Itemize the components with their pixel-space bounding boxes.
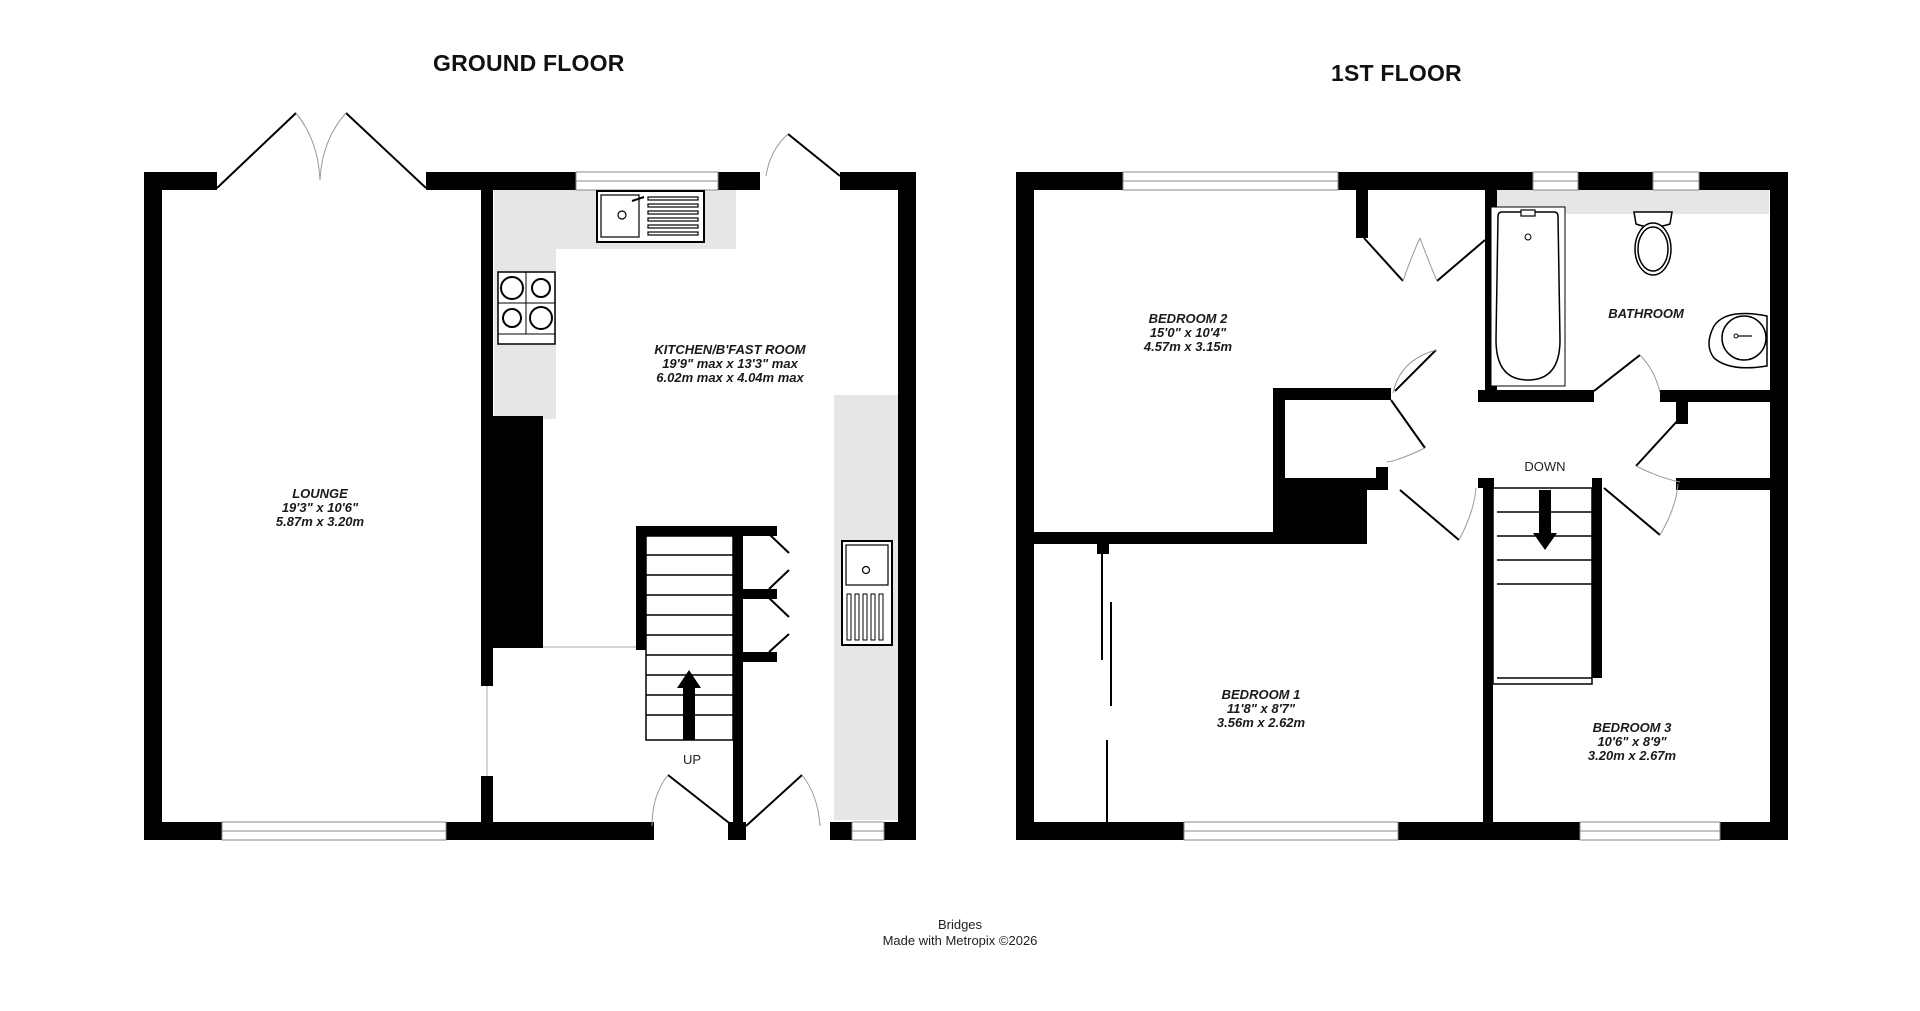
room-size-metric: 4.57m x 3.15m: [1143, 339, 1233, 354]
first-floor-doors: [1101, 237, 1681, 822]
stairs-down-icon: [1492, 487, 1593, 685]
room-label-bathroom: BATHROOM: [1608, 307, 1684, 321]
room-label-lounge: LOUNGE 19'3" x 10'6" 5.87m x 3.20m: [276, 487, 364, 529]
room-size-metric: 3.20m x 2.67m: [1587, 748, 1677, 763]
first-floor-windows: [1122, 171, 1721, 841]
ground-floor-doors: [216, 112, 841, 827]
room-name: KITCHEN/B'FAST ROOM: [654, 342, 806, 357]
room-name: BEDROOM 3: [1592, 720, 1672, 735]
room-name: BATHROOM: [1608, 306, 1684, 321]
room-label-bedroom-3: BEDROOM 3 10'6" x 8'9" 3.20m x 2.67m: [1588, 721, 1676, 763]
room-size-imperial: 15'0" x 10'4": [1149, 325, 1227, 340]
first-floor-plan: [1016, 171, 1788, 841]
room-size-metric: 6.02m max x 4.04m max: [656, 370, 804, 385]
kitchen-sink-icon: [596, 190, 705, 243]
room-size-metric: 5.87m x 3.20m: [275, 514, 365, 529]
room-label-kitchen: KITCHEN/B'FAST ROOM 19'9" max x 13'3" ma…: [654, 343, 805, 385]
bath-icon: [1490, 206, 1566, 387]
footer-credit: Bridges Made with Metropix ©2026: [883, 917, 1038, 949]
room-size-imperial: 19'3" x 10'6": [281, 500, 359, 515]
room-label-bedroom-2: BEDROOM 2 15'0" x 10'4" 4.57m x 3.15m: [1144, 312, 1232, 354]
room-name: BEDROOM 1: [1221, 687, 1301, 702]
room-label-bedroom-1: BEDROOM 1 11'8" x 8'7" 3.56m x 2.62m: [1217, 688, 1305, 730]
utility-sink-icon: [841, 540, 893, 646]
room-name: LOUNGE: [292, 486, 348, 501]
first-floor-title: 1ST FLOOR: [1331, 60, 1462, 86]
room-name: BEDROOM 2: [1148, 311, 1228, 326]
ground-floor-windows: [221, 171, 885, 841]
room-size-imperial: 11'8" x 8'7": [1226, 701, 1296, 716]
ground-floor-title: GROUND FLOOR: [433, 50, 625, 76]
ground-floor-plan: [144, 112, 916, 841]
stairs-up-label: UP: [682, 752, 702, 767]
room-size-imperial: 10'6" x 8'9": [1597, 734, 1667, 749]
stairs-up-icon: [645, 535, 734, 741]
footer-line-1: Bridges: [937, 917, 983, 932]
room-size-imperial: 19'9" max x 13'3" max: [662, 356, 798, 371]
wash-basin-icon: [1708, 312, 1768, 369]
footer-line-2: Made with Metropix ©2026: [882, 933, 1038, 948]
hob-icon: [497, 271, 556, 345]
stairs-down-label: DOWN: [1524, 459, 1566, 474]
room-size-metric: 3.56m x 2.62m: [1216, 715, 1306, 730]
toilet-icon: [1633, 211, 1673, 276]
